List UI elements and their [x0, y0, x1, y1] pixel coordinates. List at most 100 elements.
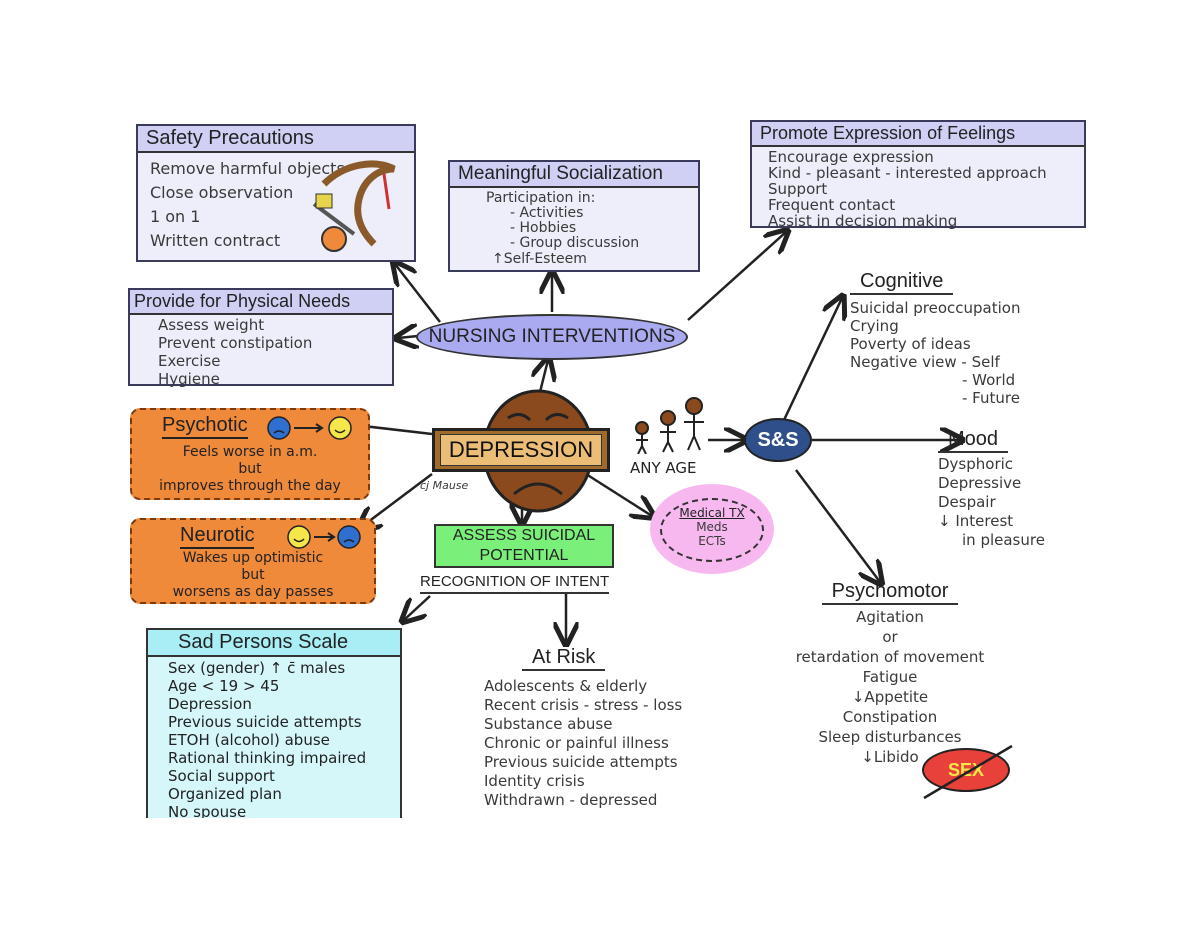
meaningful-socialization-box: Meaningful Socialization Participation i…: [448, 160, 700, 272]
risk-title: At Risk: [522, 646, 606, 671]
neurotic-line: worsens as day passes: [172, 584, 334, 600]
medical-item: Meds: [696, 520, 728, 534]
physical-title: Provide for Physical Needs: [130, 290, 392, 315]
cognitive-title: Cognitive: [850, 270, 954, 295]
psychomotor-item: Fatigue: [862, 668, 918, 686]
arrow-to-safety: [395, 264, 441, 323]
cognitive-item: Poverty of ideas: [850, 335, 971, 353]
happy-to-sad-face-icon: [287, 525, 361, 549]
depression-label: DEPRESSION: [439, 434, 603, 466]
assess-title: ASSESS SUICIDAL: [452, 527, 596, 544]
sad-item: Organized plan: [168, 785, 282, 803]
physical-item: Exercise: [158, 352, 221, 370]
depression-node: DEPRESSION: [432, 428, 610, 472]
cognitive-item: - World: [962, 371, 1016, 389]
sex-badge-label: SEX: [947, 759, 985, 780]
sad-item: ETOH (alcohol) abuse: [168, 731, 330, 749]
nursing-label: NURSING INTERVENTIONS: [428, 326, 676, 347]
cognitive-item: Crying: [850, 317, 899, 335]
arrow-to-cognitive: [782, 298, 842, 421]
psychomotor-item: retardation of movement: [795, 648, 985, 666]
safety-item: Close observation: [150, 183, 294, 202]
arrow-to-medical: [585, 472, 652, 516]
medical-item: ECTs: [698, 534, 726, 548]
mood-item: in pleasure: [962, 531, 1045, 549]
sad-item: No spouse: [168, 803, 247, 821]
cognitive-item: Negative view - Self: [850, 353, 1000, 371]
sad-persons-scale-box: Sad Persons Scale Sex (gender) ↑ c̄ male…: [146, 628, 402, 821]
psychomotor-item: Sleep disturbances: [818, 728, 962, 746]
medical-tx-node: Medical TX Meds ECTs: [650, 484, 774, 574]
sad-to-happy-face-icon: [267, 416, 352, 440]
arrow-to-psychomotor: [795, 469, 880, 582]
mood-item: Depressive: [938, 474, 1022, 492]
mood-title: Mood: [938, 428, 1009, 453]
sad-item: Depression: [168, 695, 252, 713]
psychotic-line: but: [238, 461, 262, 477]
sad-item: Previous suicide attempts: [168, 713, 362, 731]
signs-symptoms-node: S&S: [744, 418, 812, 462]
recognition-of-intent: RECOGNITION OF INTENT: [420, 572, 610, 594]
artist-signature: cj Mause: [420, 479, 469, 492]
safety-item: Remove harmful objects: [150, 159, 345, 178]
socialization-item: - Group discussion: [510, 235, 640, 251]
sad-item: Rational thinking impaired: [168, 749, 367, 767]
safety-item: 1 on 1: [150, 207, 201, 226]
sad-item: Social support: [168, 767, 275, 785]
psychomotor-item: ↓Libido: [861, 748, 919, 766]
feelings-item: Assist in decision making: [768, 212, 958, 230]
safety-precautions-box: Safety Precautions Remove harmful object…: [136, 124, 416, 262]
risk-item: Adolescents & elderly: [484, 677, 648, 695]
socialization-lead: Participation in:: [486, 190, 596, 206]
risk-item: Recent crisis - stress - loss: [484, 696, 683, 714]
harmful-objects-icon: [312, 160, 396, 252]
at-risk-section: At Risk Adolescents & elderly Recent cri…: [484, 646, 724, 810]
physical-item: Assess weight: [158, 316, 265, 334]
sad-item: Sex (gender) ↑ c̄ males: [168, 659, 346, 677]
psychomotor-item: ↓Appetite: [851, 688, 929, 706]
mood-item: Despair: [938, 493, 996, 511]
psychotic-line: improves through the day: [159, 478, 341, 494]
risk-item: Identity crisis: [484, 772, 585, 790]
risk-item: Chronic or painful illness: [484, 734, 669, 752]
expression-of-feelings-box: Promote Expression of Feelings Encourage…: [750, 120, 1086, 230]
socialization-item: - Activities: [510, 205, 584, 221]
psychomotor-item: Constipation: [842, 708, 938, 726]
neurotic-line: but: [241, 567, 265, 583]
sex-crossed-badge: SEX: [922, 744, 1013, 800]
psychomotor-section: Psychomotor Agitation or retardation of …: [780, 580, 1000, 767]
feelings-item: Support: [768, 180, 828, 198]
bottom-crop: [0, 818, 1200, 927]
cognitive-item: Suicidal preoccupation: [850, 299, 1021, 317]
risk-item: Substance abuse: [484, 715, 613, 733]
feelings-item: Kind - pleasant - interested approach: [768, 164, 1047, 182]
socialization-last: ↑Self-Esteem: [492, 251, 587, 267]
socialization-item: - Hobbies: [510, 220, 577, 236]
ss-label: S&S: [757, 428, 799, 451]
sad-item: Age < 19 > 45: [168, 677, 280, 695]
neurotic-box: Neurotic Wakes up optimistic but worsens…: [130, 518, 376, 604]
any-age-label: ANY AGE: [630, 459, 697, 477]
strike-through-icon: [923, 744, 1013, 800]
safety-item: Written contract: [150, 231, 281, 250]
mood-item: ↓ Interest: [938, 512, 1014, 530]
psychomotor-title: Psychomotor: [821, 580, 959, 605]
feelings-title: Promote Expression of Feelings: [752, 122, 1084, 147]
risk-item: Withdrawn - depressed: [484, 791, 658, 809]
cognitive-section: Cognitive Suicidal preoccupation Crying …: [846, 270, 1066, 407]
assess-suicidal-box: ASSESS SUICIDAL POTENTIAL: [434, 524, 614, 568]
physical-item: Prevent constipation: [158, 334, 313, 352]
assess-title: POTENTIAL: [479, 547, 569, 564]
arrow-to-sad: [404, 595, 431, 620]
safety-title: Safety Precautions: [138, 126, 414, 153]
nursing-interventions-node: NURSING INTERVENTIONS: [416, 314, 688, 360]
psychomotor-item: Agitation: [856, 608, 924, 626]
mood-item: Dysphoric: [938, 455, 1014, 473]
arrow-depression-to-nursing: [540, 360, 548, 393]
neurotic-line: Wakes up optimistic: [182, 550, 324, 566]
psychomotor-item: or: [882, 628, 898, 646]
arrow-to-physical: [398, 336, 418, 338]
psychotic-line: Feels worse in a.m.: [182, 444, 318, 460]
